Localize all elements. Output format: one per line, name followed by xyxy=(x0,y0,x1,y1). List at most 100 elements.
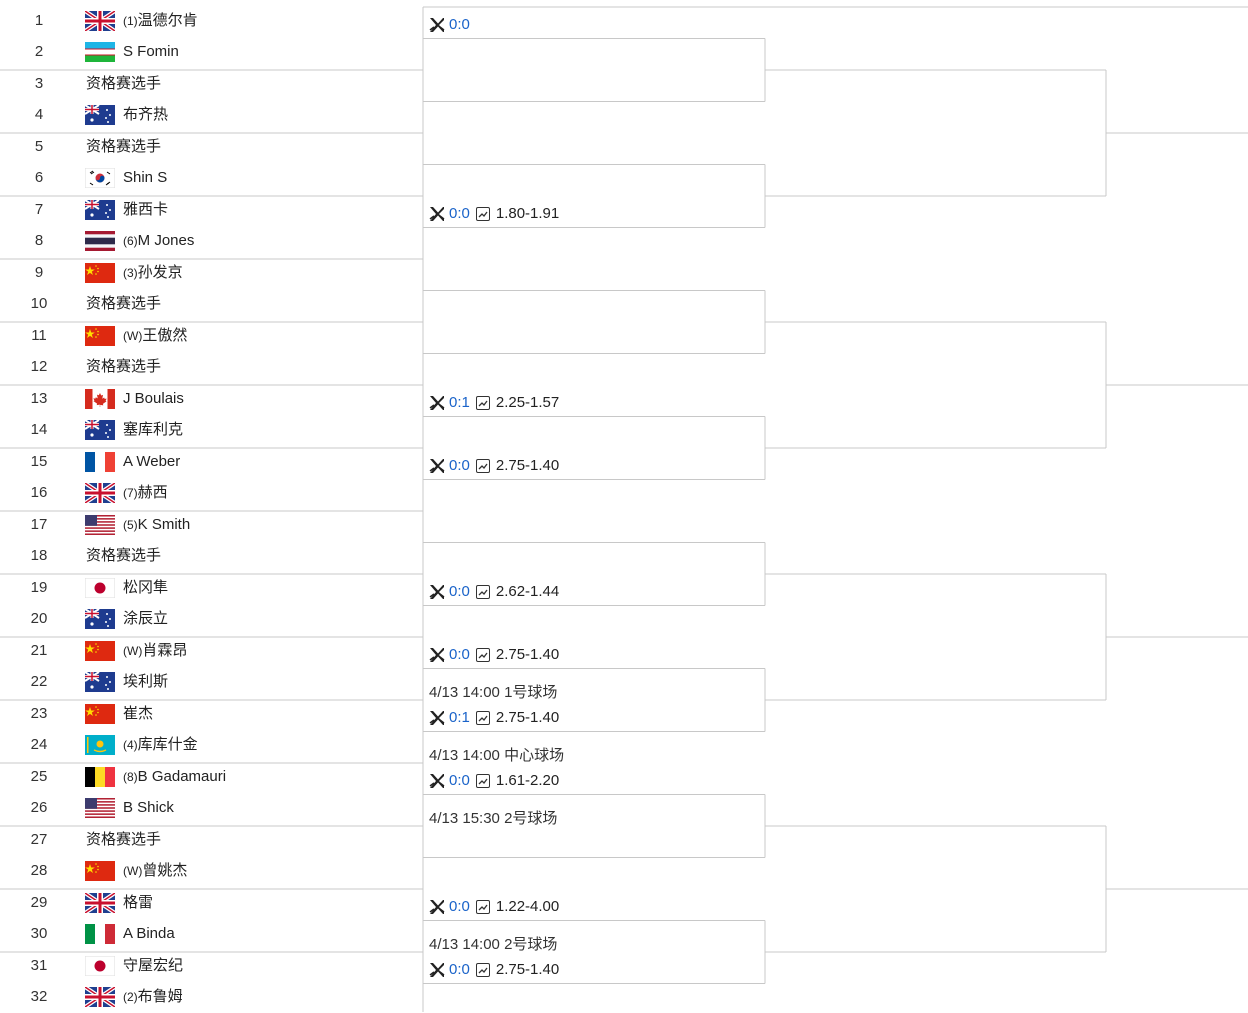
player-name: M Jones xyxy=(137,232,195,250)
draw-number: 5 xyxy=(34,137,44,155)
draw-number: 1 xyxy=(34,11,44,29)
player-entry[interactable]: (6)M Jones xyxy=(85,231,195,252)
versus-icon[interactable] xyxy=(428,457,446,475)
player-entry[interactable]: 资格赛选手 xyxy=(86,74,161,94)
player-entry[interactable]: 雅西卡 xyxy=(84,198,168,220)
h2h-record-link[interactable]: 0:1 xyxy=(449,709,470,726)
draw-number: 30 xyxy=(30,925,48,943)
odds-chart-icon[interactable] xyxy=(475,585,490,599)
draw-number: 16 xyxy=(30,484,48,502)
player-name: 布鲁姆 xyxy=(137,988,183,1006)
versus-icon[interactable] xyxy=(428,16,446,34)
odds-chart-icon[interactable] xyxy=(475,459,490,473)
draw-number: 12 xyxy=(30,358,48,376)
draw-number: 4 xyxy=(34,106,44,124)
player-entry[interactable]: (5)K Smith xyxy=(85,514,190,535)
h2h-record-link[interactable]: 0:0 xyxy=(449,583,470,600)
cn-flag-icon xyxy=(85,640,115,661)
gb-flag-icon xyxy=(83,481,117,505)
player-entry[interactable]: A Weber xyxy=(85,451,180,472)
player-entry[interactable]: 格雷 xyxy=(83,891,153,915)
jp-flag-icon xyxy=(84,955,116,977)
player-name: 资格赛选手 xyxy=(86,547,162,565)
us-flag-icon xyxy=(85,514,115,535)
player-entry[interactable]: 资格赛选手 xyxy=(86,357,161,377)
draw-number: 6 xyxy=(34,169,44,187)
seed-label: (4) xyxy=(123,738,138,753)
player-entry[interactable]: 资格赛选手 xyxy=(86,830,161,850)
player-entry[interactable]: (2)布鲁姆 xyxy=(83,985,183,1009)
cn-flag-icon xyxy=(85,703,115,724)
au-flag-icon xyxy=(84,419,115,441)
match-schedule: 4/13 14:00 1号球场 xyxy=(429,684,558,702)
h2h-record-link[interactable]: 0:0 xyxy=(449,16,470,33)
versus-icon[interactable] xyxy=(428,898,446,916)
player-entry[interactable]: 塞库利克 xyxy=(84,419,183,441)
player-entry[interactable]: (3)孙发京 xyxy=(85,262,183,283)
player-entry[interactable]: 资格赛选手 xyxy=(86,137,161,157)
th-flag-icon xyxy=(85,231,115,252)
odds-chart-icon[interactable] xyxy=(475,648,490,662)
player-entry[interactable]: 守屋宏纪 xyxy=(84,955,183,977)
h2h-record-link[interactable]: 0:0 xyxy=(449,772,470,789)
player-entry[interactable]: A Binda xyxy=(85,924,175,945)
seed-label: (2) xyxy=(123,990,138,1005)
h2h-record-link[interactable]: 0:0 xyxy=(449,457,470,474)
player-name: 资格赛选手 xyxy=(86,295,162,313)
draw-number: 23 xyxy=(30,704,48,722)
player-entry[interactable]: Shin S xyxy=(84,167,167,189)
player-entry[interactable]: S Fomin xyxy=(85,42,179,63)
versus-icon[interactable] xyxy=(428,646,446,664)
au-flag-icon xyxy=(84,608,115,630)
player-entry[interactable]: (W)曾姚杰 xyxy=(85,861,187,882)
player-entry[interactable]: (8)B Gadamauri xyxy=(85,766,226,787)
odds-value: 2.75-1.40 xyxy=(495,961,560,978)
odds-chart-icon[interactable] xyxy=(475,774,490,788)
h2h-record-link[interactable]: 0:0 xyxy=(449,205,470,222)
versus-icon[interactable] xyxy=(428,205,446,223)
odds-chart-icon[interactable] xyxy=(475,207,490,221)
player-entry[interactable]: 资格赛选手 xyxy=(86,546,161,566)
player-entry[interactable]: 资格赛选手 xyxy=(86,294,161,314)
player-entry[interactable]: (1)温德尔肯 xyxy=(83,9,198,33)
versus-icon[interactable] xyxy=(428,961,446,979)
ca-flag-icon xyxy=(85,388,115,409)
odds-chart-icon[interactable] xyxy=(475,711,490,725)
odds-chart-icon[interactable] xyxy=(475,396,490,410)
player-name: 库库什金 xyxy=(137,736,198,754)
h2h-record-link[interactable]: 0:0 xyxy=(449,898,470,915)
player-entry[interactable]: 涂辰立 xyxy=(84,608,168,630)
odds-value: 1.22-4.00 xyxy=(495,898,560,915)
player-entry[interactable]: 崔杰 xyxy=(85,703,153,724)
draw-number: 9 xyxy=(34,263,44,281)
player-entry[interactable]: 布齐热 xyxy=(84,104,168,126)
player-entry[interactable]: (W)王傲然 xyxy=(85,325,187,346)
player-entry[interactable]: (W)肖霖昂 xyxy=(85,640,187,661)
player-entry[interactable]: (7)赫西 xyxy=(83,481,168,505)
jp-flag-icon xyxy=(84,577,116,599)
kr-flag-icon xyxy=(84,167,116,189)
player-name: 资格赛选手 xyxy=(86,830,162,848)
player-name: 资格赛选手 xyxy=(86,358,162,376)
odds-chart-icon[interactable] xyxy=(475,963,490,977)
player-entry[interactable]: 埃利斯 xyxy=(84,671,168,693)
h2h-record-link[interactable]: 0:0 xyxy=(449,961,470,978)
odds-chart-icon[interactable] xyxy=(475,900,490,914)
draw-number: 14 xyxy=(30,421,48,439)
player-entry[interactable]: 松冈隼 xyxy=(84,577,168,599)
versus-icon[interactable] xyxy=(428,772,446,790)
versus-icon[interactable] xyxy=(428,583,446,601)
player-entry[interactable]: J Boulais xyxy=(85,388,184,409)
versus-icon[interactable] xyxy=(428,709,446,727)
h2h-record-link[interactable]: 0:0 xyxy=(449,646,470,663)
draw-number: 2 xyxy=(34,43,44,61)
draw-number: 32 xyxy=(30,988,48,1006)
player-entry[interactable]: (4)库库什金 xyxy=(85,735,198,756)
cn-flag-icon xyxy=(85,325,115,346)
versus-icon[interactable] xyxy=(428,394,446,412)
draw-number: 22 xyxy=(30,673,48,691)
h2h-record-link[interactable]: 0:1 xyxy=(449,394,470,411)
player-entry[interactable]: B Shick xyxy=(85,798,174,819)
